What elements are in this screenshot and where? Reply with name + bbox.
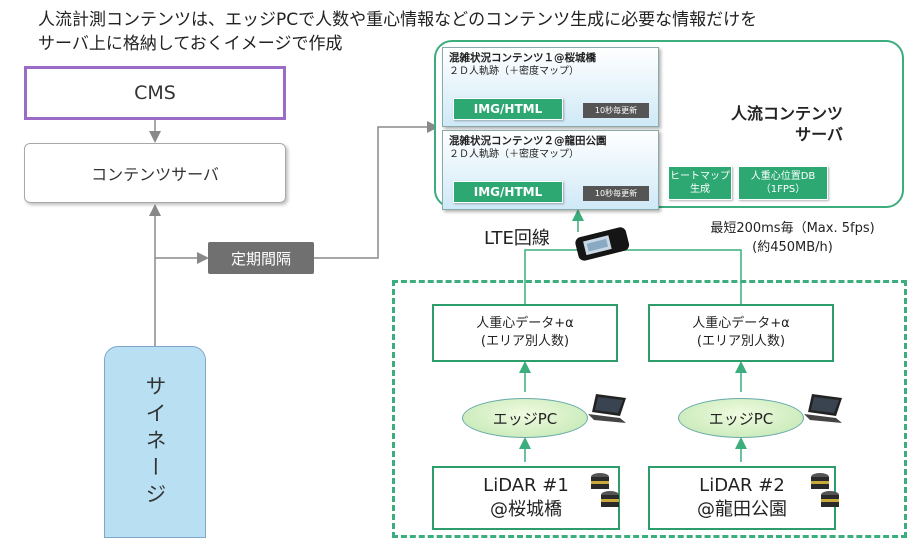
lidar-box-2: LiDAR #2 @龍田公園	[648, 466, 836, 530]
card-subtitle: ２Ｄ人軌跡（＋密度マップ）	[449, 149, 579, 160]
signage-label: サイネージ	[143, 374, 167, 510]
card-subtitle: ２Ｄ人軌跡（＋密度マップ）	[449, 66, 579, 77]
header-line-2: サーバ上に格納しておくイメージで作成	[38, 34, 343, 54]
edge-pc-2: エッジPC	[678, 398, 804, 438]
content-card-1: 混雑状況コンテンツ１@桜城橋 ２Ｄ人軌跡（＋密度マップ） IMG/HTML 10…	[442, 47, 659, 127]
laptop-icon	[804, 394, 842, 423]
signage-box: サイネージ	[104, 346, 206, 538]
card-title: 混雑状況コンテンツ１@桜城橋	[449, 52, 596, 64]
header-description: 人流計測コンテンツは、エッジPCで人数や重心情報などのコンテンツ生成に必要な情報…	[38, 8, 898, 56]
update-interval-badge: 10秒毎更新	[583, 103, 649, 118]
content-server-label: コンテンツサーバ	[91, 165, 219, 184]
lidar-sensor-icon	[811, 473, 839, 507]
update-interval-badge: 10秒毎更新	[583, 186, 649, 201]
cms-box: CMS	[24, 66, 286, 120]
centroid-db-box: 人重心位置DB （1FPS）	[738, 166, 828, 200]
centroid-data-box-1: 人重心データ+α (エリア別人数)	[432, 304, 618, 362]
speed-note: 最短200ms毎（Max. 5fps) (約450MB/h)	[710, 221, 875, 255]
laptop-icon	[588, 394, 626, 423]
periodic-interval-label: 定期間隔	[208, 242, 314, 274]
lte-router-icon	[575, 227, 630, 261]
card-title: 混雑状況コンテンツ２@龍田公園	[449, 135, 607, 147]
lidar-box-1: LiDAR #1 @桜城橋	[432, 466, 620, 530]
lte-label: LTE回線	[484, 228, 550, 249]
content-server-box: コンテンツサーバ	[24, 143, 286, 203]
centroid-data-box-2: 人重心データ+α (エリア別人数)	[648, 304, 834, 362]
lidar-sensor-icon	[591, 473, 619, 507]
cms-label: CMS	[134, 82, 176, 104]
edge-area	[392, 280, 907, 538]
heatmap-generation-box: ヒートマップ 生成	[668, 166, 732, 200]
header-line-1: 人流計測コンテンツは、エッジPCで人数や重心情報などのコンテンツ生成に必要な情報…	[38, 10, 758, 30]
server-title: 人流コンテンツ サーバ	[730, 104, 843, 144]
line-lte-to-edges	[524, 249, 742, 304]
img-html-tag: IMG/HTML	[453, 181, 563, 203]
edge-pc-1: エッジPC	[462, 398, 588, 438]
arrow-periodic-to-content-server	[314, 121, 439, 259]
img-html-tag: IMG/HTML	[453, 98, 563, 120]
content-card-2: 混雑状況コンテンツ２@龍田公園 ２Ｄ人軌跡（＋密度マップ） IMG/HTML 1…	[442, 130, 659, 210]
